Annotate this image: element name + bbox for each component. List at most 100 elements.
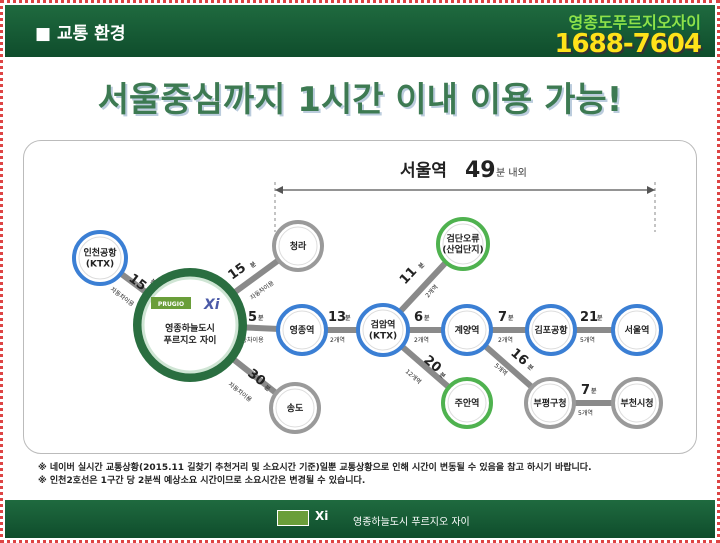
station-label: 청라 [290,240,307,252]
station-bucheon[interactable]: 부천시청 [611,377,663,429]
station-geomam[interactable]: 검암역(KTX) [356,303,410,357]
station-label: 검암역(KTX) [369,319,397,342]
station-label: 서울역 [625,324,650,336]
brand-name: 영종도푸르지오자이 [568,13,701,32]
station-circle [611,377,663,429]
hub-logo-text: PRUGIO [158,301,184,308]
section-title: ■ 교통 환경 [35,24,126,44]
page-title: 서울중심까지 1시간 이내 이용 가능! [97,80,623,120]
header-bar: ■ 교통 환경 영종도푸르지오자이 1688-7604 [5,5,715,59]
station-inner-ring [617,310,657,350]
footer-xi-logo: Xi [315,509,329,523]
arrow-right-icon [647,186,655,194]
station-inner-ring [275,388,315,428]
station-inner-ring [447,383,487,423]
station-circle [72,230,128,286]
station-cheongna[interactable]: 청라 [272,220,324,272]
edge-unit-geomam-geomdan: 분 [417,261,427,271]
edge-unit-hub-songdo: 분 [263,383,273,393]
station-inner-ring [531,310,571,350]
edge-unit-hub-cheongna: 분 [248,260,258,270]
edge-mode-geomam-juan: 12개역 [404,367,423,385]
edge-unit-gyeyang-gimpo: 분 [508,314,514,322]
station-label: 인천공항(KTX) [83,247,117,270]
station-circle [272,220,324,272]
range-unit: 분 내외 [496,167,527,179]
station-circle [436,217,490,271]
edge-unit-gyeyang-bupyeong: 분 [526,362,536,372]
edge-unit-yeongjong-geomam: 분 [345,314,351,322]
station-bupyeong-gu[interactable]: 부평구청 [524,377,576,429]
station-label: 영종역 [290,324,315,336]
edge-unit-gimpo-seoul: 분 [597,314,603,322]
station-circle [276,304,328,356]
station-incheon-airport[interactable]: 인천공항(KTX) [72,230,128,286]
edge-mode-airport-hub: 자동차이용 [109,285,136,308]
station-label: 부천시청 [620,397,653,409]
footnotes: ※ 네이버 실시간 교통상황(2015.11 길찾기 추천거리 및 소요시간 기… [38,462,592,488]
footnote-2: ※ 인천2호선은 1구간 당 2분씩 예상소요 시간이므로 소요시간은 변경될 … [38,476,366,486]
station-label: 송도 [287,402,304,414]
station-geomdan[interactable]: 검단오류(산업단지) [436,217,490,271]
edge-time-hub-cheongna: 15 [226,260,249,283]
station-label: 검단오류(산업단지) [442,233,483,256]
station-inner-ring [447,310,487,350]
footnote-1: ※ 네이버 실시간 교통상황(2015.11 길찾기 추천거리 및 소요시간 기… [38,463,592,473]
edge-mode-geomam-gyeyang: 2개역 [414,336,429,344]
station-songdo[interactable]: 송도 [269,382,321,434]
station-inner-ring [78,236,122,280]
phone-number[interactable]: 1688-7604 [554,29,702,59]
arrow-left-icon [275,186,283,194]
edge-time-yeongjong-geomam: 13 [328,310,346,325]
footer-logo [277,510,309,526]
station-yeongjong[interactable]: 영종역 [276,304,328,356]
station-inner-ring [617,383,657,423]
footer-bar: Xi 영종하늘도시 푸르지오 자이 [5,500,715,538]
edge-mode-gyeyang-gimpo: 2개역 [498,336,513,344]
station-inner-ring [530,383,570,423]
station-label: 김포공항 [534,324,568,336]
station-label: 부평구청 [533,397,566,409]
range-value: 49 [465,158,496,183]
hub-xi-logo: Xi [203,297,220,313]
station-label: 계양역 [455,324,480,336]
hub-logo [151,297,191,309]
edge-time-bupyeong-bucheon: 7 [581,383,590,398]
range-label: 서울역 [400,161,447,181]
footer-text: 영종하늘도시 푸르지오 자이 [353,517,470,528]
station-circle [611,304,663,356]
edge-time-hub-yeongjong: 5 [248,310,257,325]
station-inner-ring [362,309,404,351]
station-inner-ring [282,310,322,350]
station-circle [269,382,321,434]
station-gyeyang[interactable]: 계양역 [441,304,493,356]
edge-mode-hub-songdo: 자동차이용 [227,380,254,404]
edge-time-gimpo-seoul: 21 [580,310,598,325]
station-gimpo[interactable]: 김포공항 [525,304,577,356]
station-circle [356,303,410,357]
edge-mode-gimpo-seoul: 5개역 [580,336,595,344]
edge-time-geomam-gyeyang: 6 [414,310,423,325]
edge-unit-geomam-gyeyang: 분 [424,314,430,322]
edge-mode-bupyeong-bucheon: 5개역 [578,409,593,417]
edge-unit-geomam-juan: 분 [438,370,448,380]
edge-unit-hub-yeongjong: 분 [258,314,264,322]
station-circle [524,377,576,429]
station-seoul[interactable]: 서울역 [611,304,663,356]
station-inner-ring [442,223,484,265]
edge-time-gyeyang-gimpo: 7 [498,310,507,325]
edge-mode-hub-yeongjong: 자동차이용 [236,336,264,344]
edge-time-geomam-geomdan: 11 [397,264,420,287]
edge-mode-yeongjong-geomam: 2개역 [330,336,345,344]
station-juan[interactable]: 주안역 [441,377,493,429]
station-inner-ring [278,226,318,266]
station-circle [525,304,577,356]
station-label: 주안역 [455,397,480,409]
station-circle [441,304,493,356]
edge-unit-bupyeong-bucheon: 분 [591,387,597,395]
